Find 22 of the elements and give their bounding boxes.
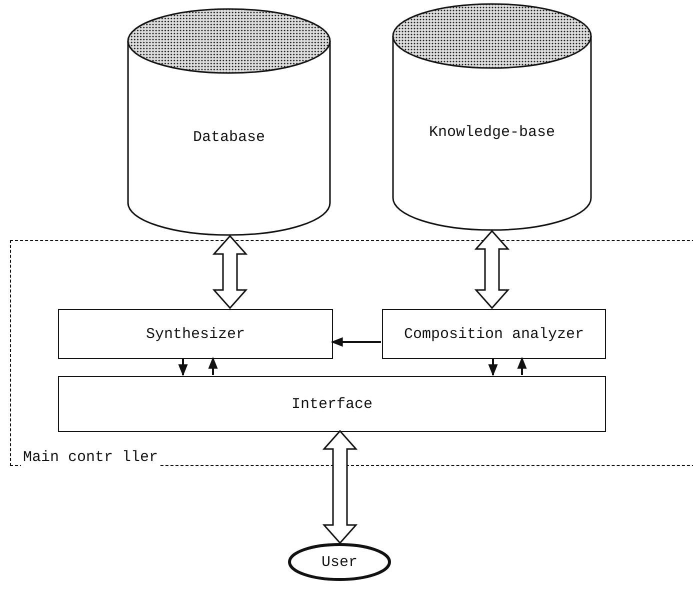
dashed-boundary xyxy=(10,240,693,466)
arrow xyxy=(322,430,358,544)
arrow xyxy=(212,234,248,310)
node-label: User xyxy=(321,554,358,570)
process-box xyxy=(58,309,333,359)
process-box xyxy=(382,309,606,359)
process-box xyxy=(58,376,606,432)
node-label: Database xyxy=(192,128,265,146)
arrow xyxy=(178,358,188,376)
terminal-ellipse xyxy=(288,543,391,581)
arrow xyxy=(488,358,498,376)
arrow xyxy=(330,337,381,347)
arrow xyxy=(474,230,510,310)
node-label: Synthesizer xyxy=(146,326,246,342)
node-label: Interface xyxy=(291,396,372,412)
node-label: Knowledge-base xyxy=(428,124,556,140)
storage-cylinder xyxy=(127,8,331,236)
arrow xyxy=(208,356,218,375)
arrow xyxy=(517,356,527,375)
group-label: Main contr ller xyxy=(21,449,160,466)
storage-cylinder xyxy=(392,3,592,231)
node-label: Composition analyzer xyxy=(404,326,584,342)
